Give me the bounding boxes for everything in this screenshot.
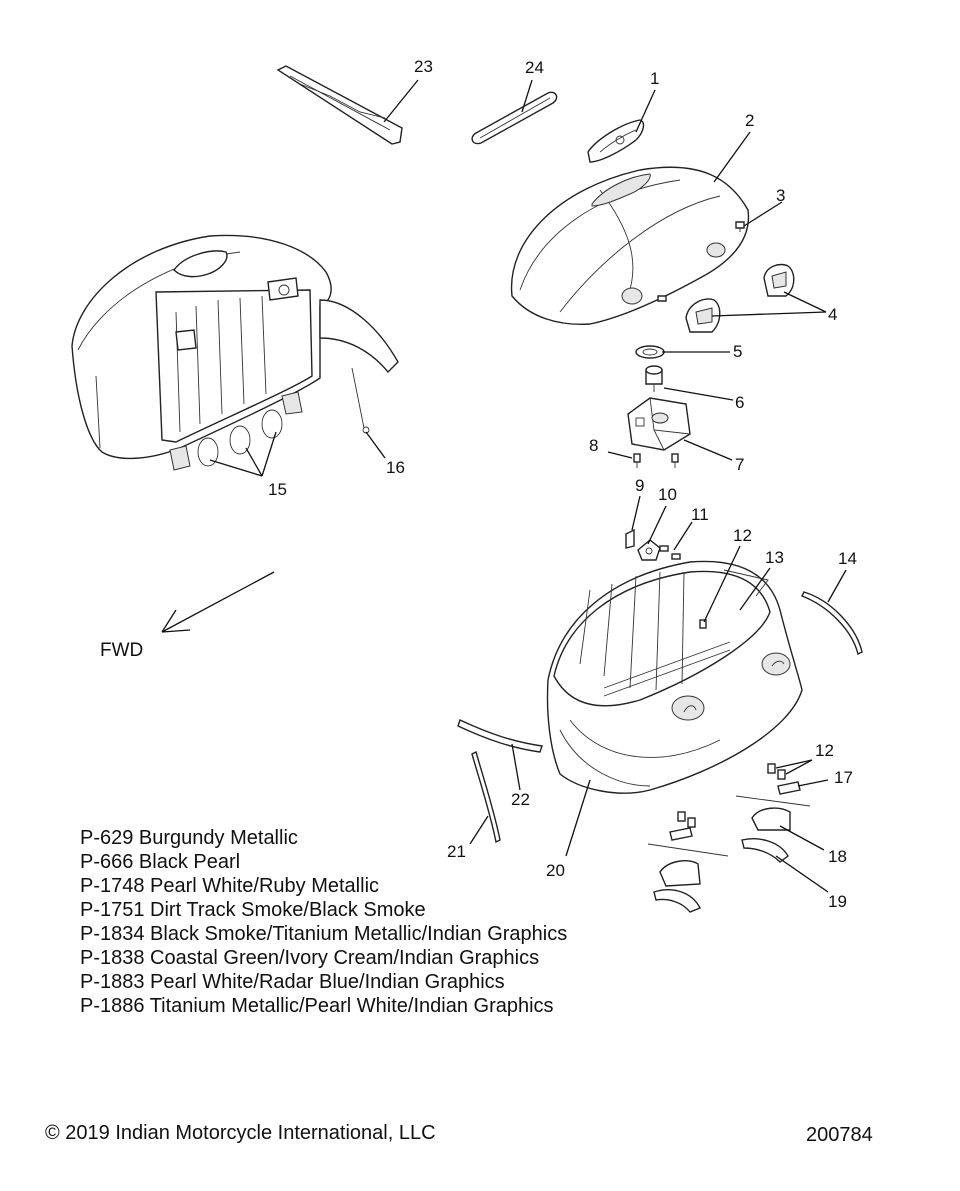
part-7-latch-mechanism (627, 397, 691, 451)
part-8-screws (633, 453, 679, 468)
callout-21: 21 (447, 842, 466, 861)
callout-13: 13 (765, 548, 784, 567)
callout-10: 10 (658, 485, 677, 504)
paint-code-item: P-1751 Dirt Track Smoke/Black Smoke (80, 899, 426, 921)
callout-22: 22 (511, 790, 530, 809)
callout-9: 9 (635, 476, 644, 495)
paint-code-item: P-1838 Coastal Green/Ivory Cream/Indian … (80, 947, 540, 969)
forward-direction-arrow: FWD (100, 571, 275, 661)
callout-18: 18 (828, 847, 847, 866)
part-12-13-hardware (699, 569, 769, 629)
callout-24: 24 (525, 58, 544, 77)
callout-7: 7 (735, 455, 744, 474)
part-5-grommet (635, 345, 665, 359)
callout-23: 23 (414, 57, 433, 76)
paint-code-item: P-1748 Pearl White/Ruby Metallic (80, 875, 380, 897)
callout-19: 19 (828, 892, 847, 911)
paint-code-list: P-629 Burgundy Metallic P-666 Black Pear… (80, 826, 567, 1018)
assembled-saddlebag-left (71, 234, 399, 471)
part-20-saddlebag-body (546, 560, 803, 794)
paint-code-item: P-666 Black Pearl (80, 851, 241, 873)
callout-12: 12 (733, 526, 752, 545)
paint-code-item: P-1834 Black Smoke/Titanium Metallic/Ind… (80, 923, 568, 945)
part-6-lock-cylinder (645, 365, 663, 392)
callout-5: 5 (733, 342, 742, 361)
callout-3: 3 (776, 186, 785, 205)
leader-lines (209, 79, 847, 893)
copyright-notice: © 2019 Indian Motorcycle International, … (45, 1122, 436, 1144)
callout-4: 4 (828, 305, 837, 324)
paint-code-item: P-1883 Pearl White/Radar Blue/Indian Gra… (80, 971, 505, 993)
paint-code-item: P-1886 Titanium Metallic/Pearl White/Ind… (80, 995, 554, 1017)
paint-code-item: P-629 Burgundy Metallic (80, 827, 298, 849)
callout-15: 15 (268, 480, 287, 499)
callout-16: 16 (386, 458, 405, 477)
callout-6: 6 (735, 393, 744, 412)
callout-12b: 12 (815, 741, 834, 760)
part-screw-small (657, 295, 667, 302)
part-9-10-11-striker-hardware (625, 528, 681, 561)
callout-20: 20 (546, 861, 565, 880)
part-1-lid-emblem (587, 119, 645, 163)
part-23-trim-strip (276, 65, 403, 145)
callout-2: 2 (745, 111, 754, 130)
callout-8: 8 (589, 436, 598, 455)
part-2-saddlebag-lid (510, 166, 750, 325)
callout-17: 17 (834, 768, 853, 787)
callout-11: 11 (691, 505, 709, 524)
part-21-22-strips (457, 719, 543, 844)
callout-1: 1 (650, 69, 659, 88)
part-17-18-19-mounts (647, 763, 811, 913)
callout-labels: 23 24 1 2 3 4 5 6 8 7 15 16 9 10 11 12 1… (268, 57, 857, 911)
fwd-label: FWD (100, 640, 143, 661)
part-3-screw (735, 221, 745, 232)
callout-14: 14 (838, 549, 857, 568)
diagram-id: 200784 (806, 1124, 873, 1146)
part-24-seal-tube (471, 91, 558, 145)
part-14-seal-strip (801, 591, 863, 656)
